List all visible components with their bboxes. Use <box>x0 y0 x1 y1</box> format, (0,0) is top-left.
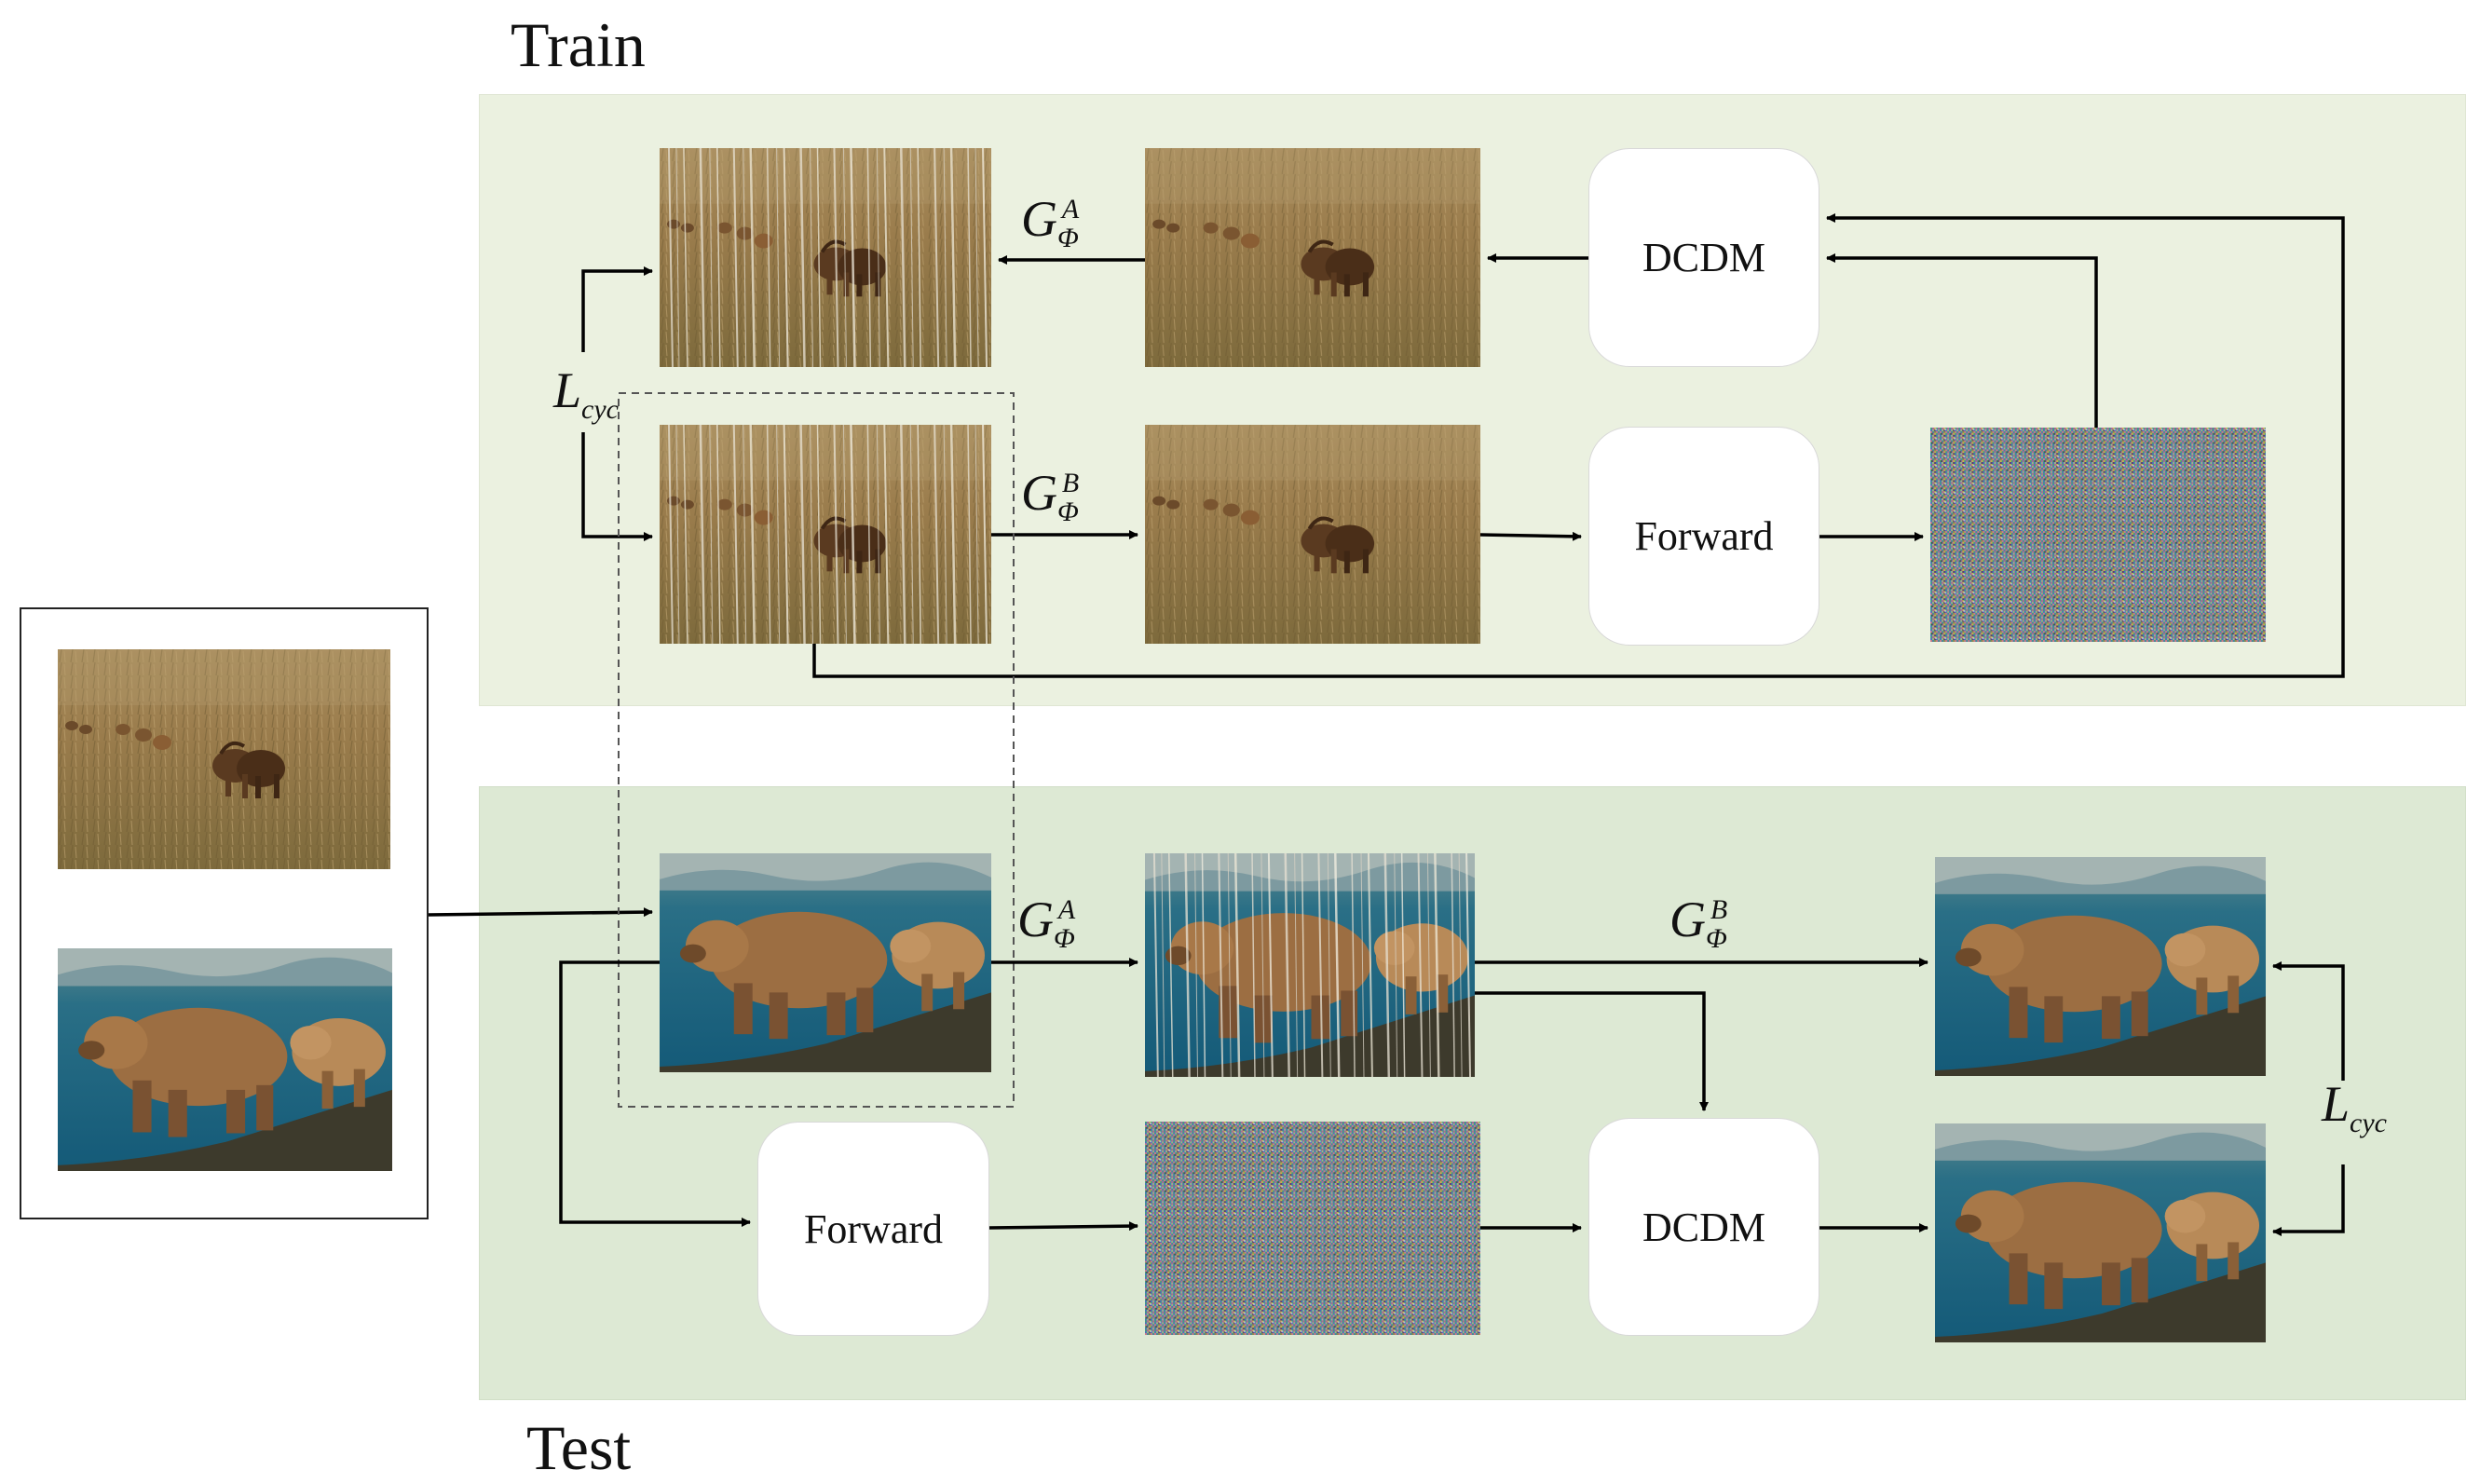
loss-bracket-train-top <box>581 266 653 352</box>
test-title: Test <box>526 1412 632 1483</box>
train-cycle-loss-label: Lcyc <box>553 362 619 425</box>
arrow-noise-to-dcdm <box>1826 253 2098 428</box>
loss-bracket-train-bottom <box>581 432 653 541</box>
train-dcdm-box: DCDM <box>1588 148 1819 367</box>
train-title: Train <box>511 9 646 80</box>
arrow-bears-to-forward <box>559 960 751 1227</box>
shared-rainy-highlight <box>618 392 1015 1108</box>
train-generator-a-label: GΦA <box>1021 191 1080 253</box>
arrow-forward-to-noise <box>988 1221 1138 1232</box>
arrow-input-to-test <box>428 907 653 918</box>
test-generator-b-label: GΦB <box>1669 892 1728 954</box>
test-cycle-loss-label: Lcyc <box>2322 1076 2387 1138</box>
train-generator-b-label: GΦB <box>1021 465 1080 527</box>
arrow-rainy-to-dcdm <box>812 213 2345 678</box>
loss-bracket-test-bottom <box>2272 1164 2345 1236</box>
loss-bracket-test-top <box>2272 961 2345 1081</box>
arrow-rainy-to-dcdm <box>1475 991 1709 1111</box>
train-forward-box: Forward <box>1588 427 1819 646</box>
test-generator-a-label: GΦA <box>1017 892 1076 954</box>
test-dcdm-box: DCDM <box>1588 1118 1819 1336</box>
arrow-clean-to-forward <box>1479 531 1582 541</box>
test-forward-box: Forward <box>757 1122 989 1336</box>
